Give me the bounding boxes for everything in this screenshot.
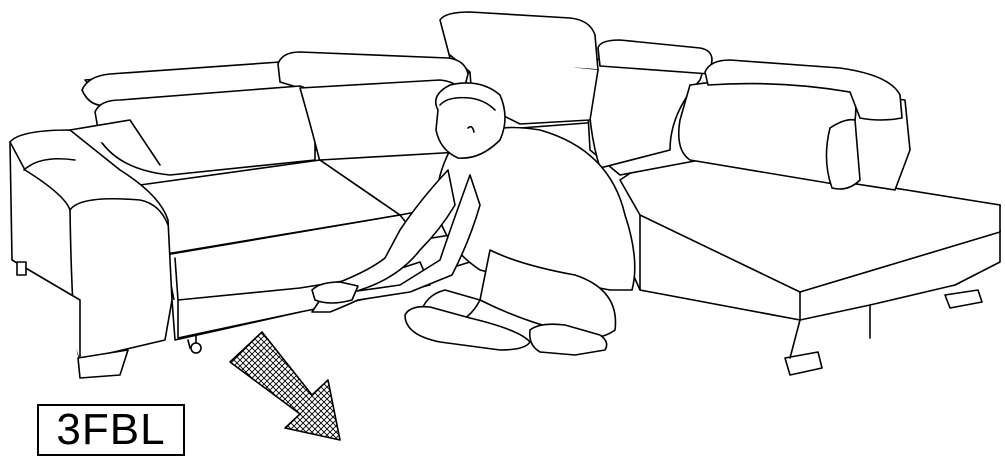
model-label: 3FBL xyxy=(37,404,185,456)
hatched-arrow-down-right-icon xyxy=(230,332,340,440)
model-label-text: 3FBL xyxy=(56,405,165,455)
